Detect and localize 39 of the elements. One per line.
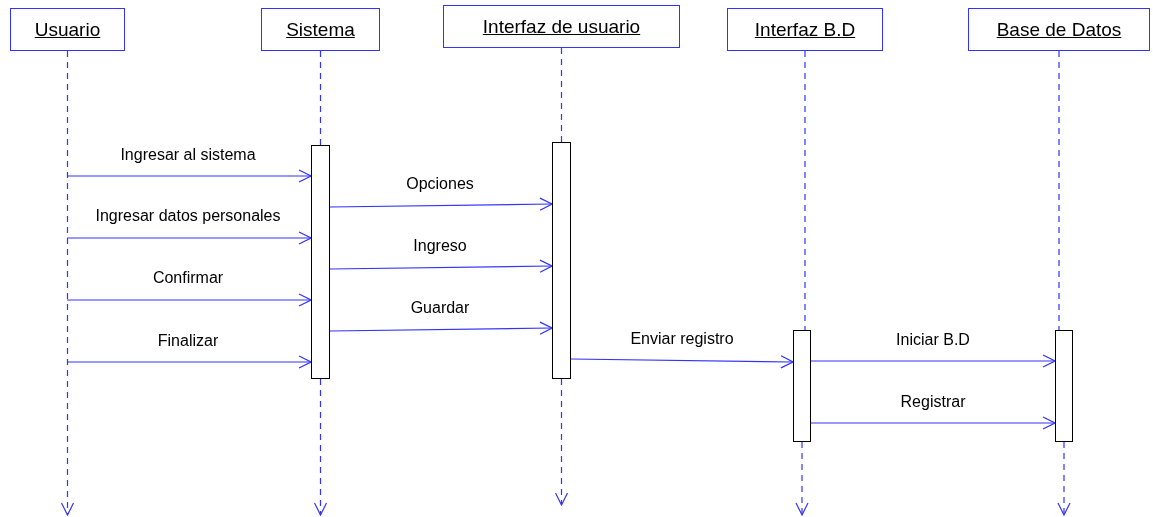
message-arrow (66, 355, 312, 369)
message-arrow (329, 321, 553, 335)
message-label: Ingresar datos personales (94, 207, 282, 225)
activation-bar (552, 142, 571, 379)
object-box (968, 8, 1150, 51)
object-name: Usuario (34, 18, 101, 41)
lifeline (804, 50, 806, 331)
message-arrow (329, 197, 553, 211)
lifeline (313, 378, 328, 516)
lifeline (1058, 50, 1060, 331)
object-box (727, 8, 883, 51)
lifeline (560, 47, 563, 143)
lifeline (60, 50, 75, 516)
message-label: Enviar registro (629, 330, 735, 348)
object-box (443, 5, 680, 48)
message-label: Opciones (405, 175, 475, 193)
message-label: Registrar (899, 393, 967, 411)
message-arrow (329, 259, 553, 273)
message-arrow (810, 354, 1056, 368)
object-name: Base de Datos (996, 18, 1122, 41)
message-arrow (66, 293, 312, 307)
lifeline (554, 378, 569, 506)
lifeline (795, 441, 809, 516)
message-arrow (810, 416, 1056, 430)
activation-bar (1055, 330, 1073, 442)
message-arrow (66, 231, 312, 245)
object-box (261, 8, 380, 51)
message-arrow (66, 169, 312, 183)
object-name: Sistema (286, 18, 355, 41)
message-label: Ingresar al sistema (119, 146, 257, 164)
lifeline (319, 50, 322, 146)
message-arrow (570, 355, 794, 369)
lifeline (1057, 441, 1071, 516)
message-label: Ingreso (412, 237, 468, 255)
activation-bar (311, 145, 330, 379)
object-name: Interfaz de usuario (482, 15, 641, 38)
object-name: Interfaz B.D (754, 18, 856, 41)
object-box (10, 8, 125, 51)
activation-bar (793, 330, 811, 442)
